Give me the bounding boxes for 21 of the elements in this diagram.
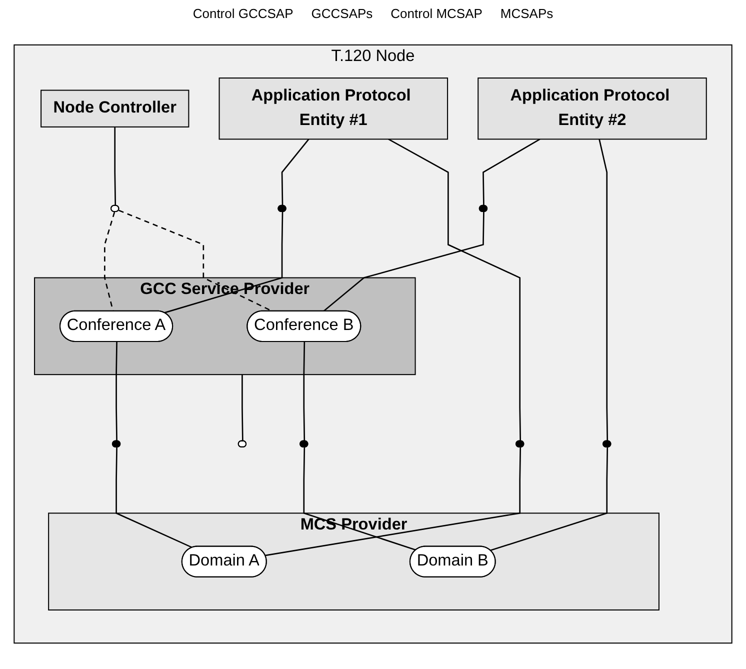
- sap-label: GCCSAPs: [311, 6, 373, 21]
- connector: [114, 126, 116, 206]
- connector: [322, 212, 484, 312]
- connector: [303, 342, 306, 442]
- node-box: Node Controller: [40, 90, 190, 128]
- sap-label: Control GCCSAP: [192, 6, 294, 21]
- connector: [265, 447, 522, 556]
- connector: [482, 138, 540, 206]
- connector: [303, 447, 416, 551]
- connector: [116, 342, 118, 442]
- node-box: Application Protocol Entity #1: [218, 78, 448, 140]
- connector: [242, 374, 244, 442]
- connector: [164, 212, 284, 314]
- connector: [281, 138, 310, 206]
- sap-label: MCSAPs: [500, 6, 554, 21]
- connector: [598, 139, 608, 442]
- node-box: Application Protocol Entity #2: [478, 78, 707, 140]
- connector: [490, 447, 608, 552]
- connector: [116, 447, 193, 548]
- connector: [388, 138, 522, 442]
- sap-label: Control MCSAP: [390, 6, 482, 21]
